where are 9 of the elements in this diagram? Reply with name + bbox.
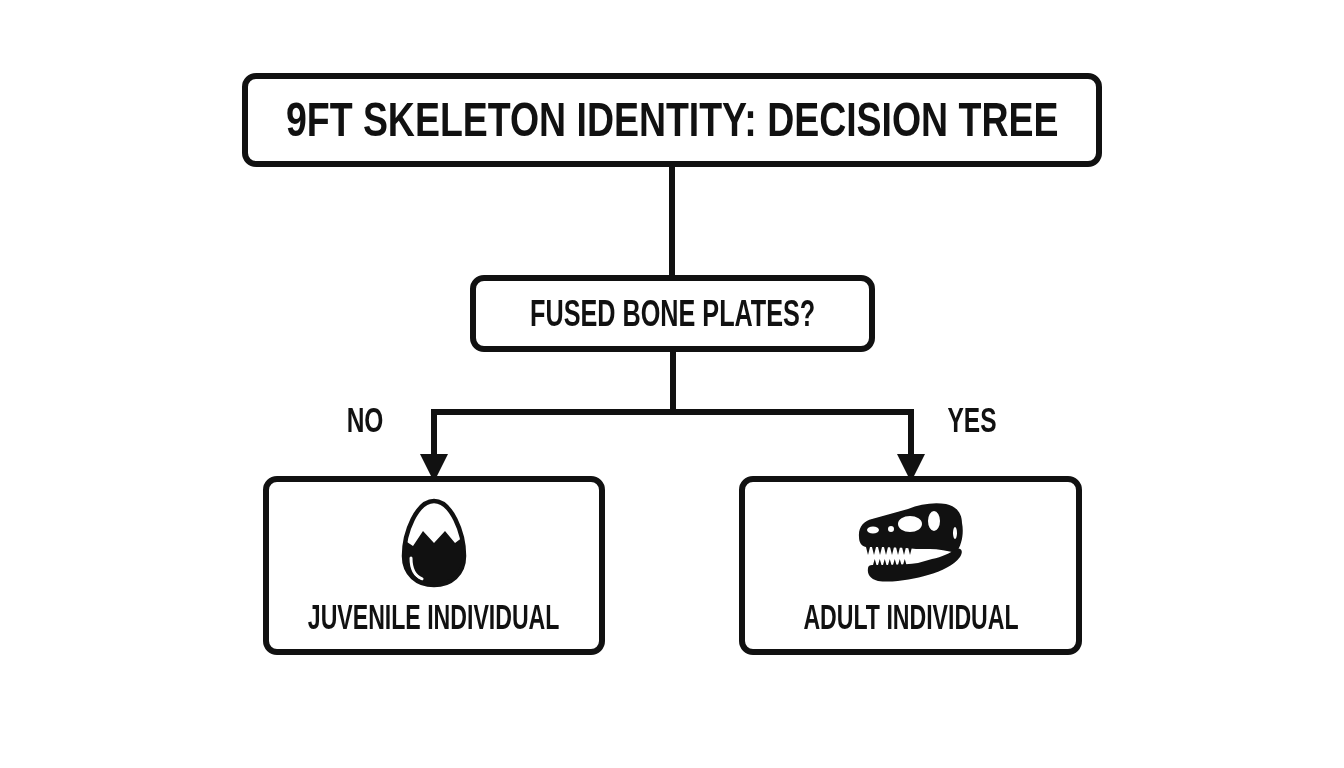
- title-text: 9FT SKELETON IDENTITY: DECISION TREE: [285, 96, 1059, 144]
- connector-line: [669, 167, 675, 275]
- result-box: [739, 476, 1082, 655]
- title-box: [242, 73, 1102, 167]
- result-text: JUVENILE INDIVIDUAL: [308, 599, 560, 634]
- result-text: ADULT INDIVIDUAL: [802, 599, 1019, 634]
- decision-box: [470, 275, 875, 352]
- question-text: FUSED BONE PLATES?: [529, 295, 816, 332]
- result-box: [263, 476, 605, 655]
